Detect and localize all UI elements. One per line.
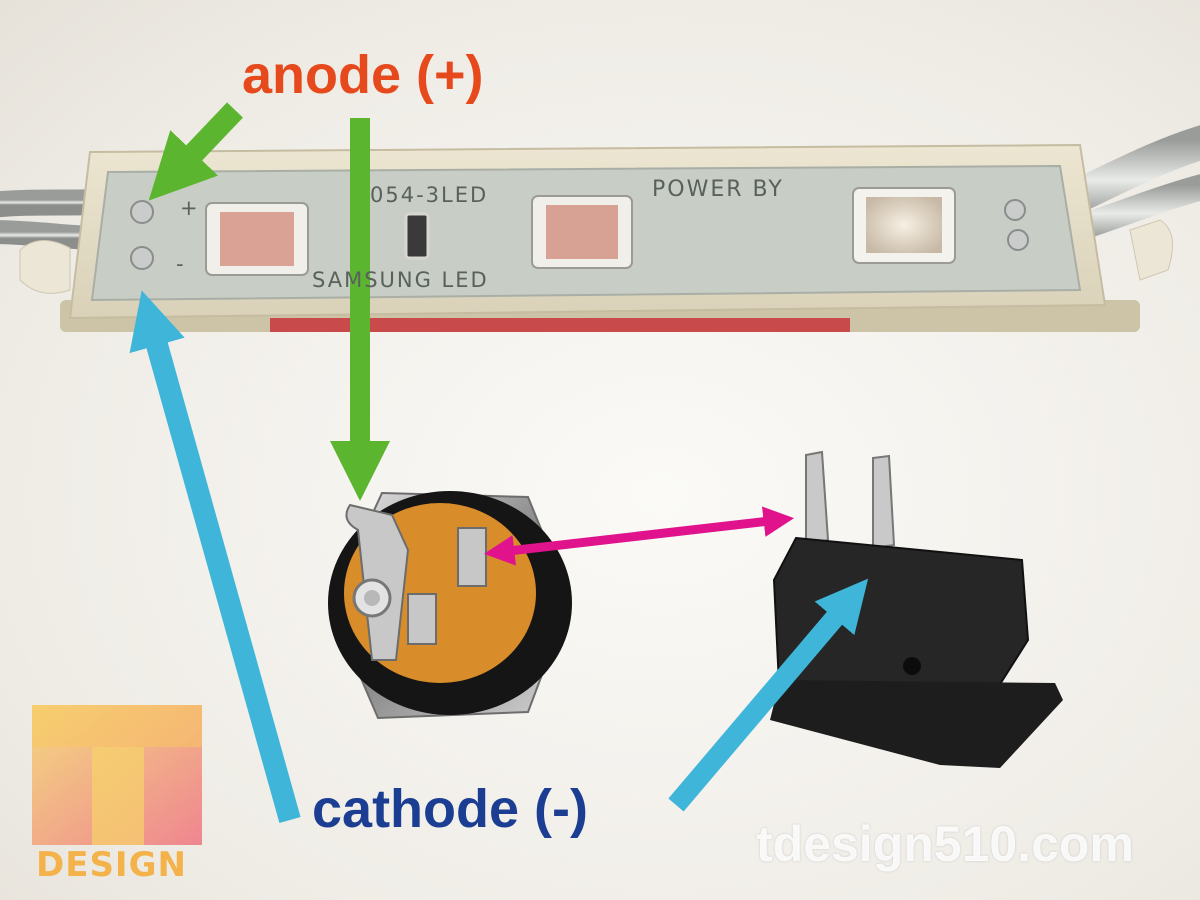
cathode-arrow-to-module [129,290,301,823]
cathode-arrow-to-switch [668,578,869,812]
pcb-plus-sign: + [180,196,200,220]
anode-label: anode (+) [242,45,484,105]
site-watermark: tdesign510.com [756,816,1134,872]
jack-to-switch-link [483,506,795,566]
anode-arrow-to-module [148,102,243,201]
led-module [19,143,1173,332]
pcb-power-text: POWER BY [652,177,784,202]
cathode-label: cathode (-) [312,779,588,839]
pcb-brand-text: SAMSUNG LED [312,268,489,292]
logo-wordmark: DESIGN [36,845,187,885]
dc-jack [328,491,572,720]
pcb-minus-sign: - [176,252,186,276]
pcb-model-text: 054-3LED [370,183,489,207]
tdesign-logo [32,705,202,845]
rocker-switch [770,450,1063,768]
